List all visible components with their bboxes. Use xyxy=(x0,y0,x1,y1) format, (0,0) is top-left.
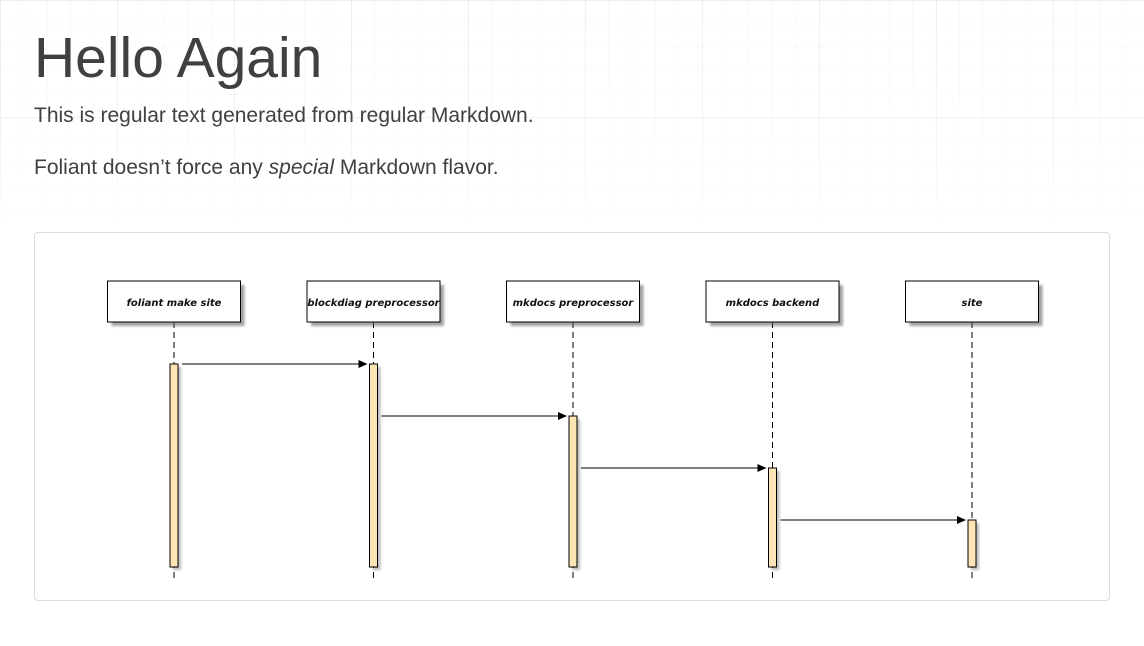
page-title: Hello Again xyxy=(34,26,323,90)
paragraph-flavor-after: Markdown flavor. xyxy=(334,156,499,179)
actor-label-3: mkdocs backend xyxy=(726,298,820,309)
paragraph-flavor-emphasis: special xyxy=(268,156,335,179)
message-arrowhead-0 xyxy=(358,360,368,368)
paragraph-regular-text: This is regular text generated from regu… xyxy=(34,104,534,127)
message-arrowhead-2 xyxy=(757,464,767,472)
activation-bar-2 xyxy=(568,415,578,568)
message-arrowhead-1 xyxy=(558,412,567,420)
activation-bar-4 xyxy=(967,519,977,568)
sequence-diagram: foliant make site blockdiag preprocessor m… xyxy=(107,280,1043,578)
actor-label-1: blockdiag preprocessor xyxy=(307,298,440,309)
actor-label-0: foliant make site xyxy=(127,298,222,309)
paragraph-flavor-before: Foliant doesn’t force any xyxy=(34,156,269,179)
activation-bar-1 xyxy=(369,363,378,568)
actor-label-2: mkdocs preprocessor xyxy=(513,298,635,309)
actor-box-1 xyxy=(306,280,441,323)
message-arrowhead-3 xyxy=(957,516,966,524)
actor-box-0 xyxy=(107,280,241,323)
paragraph-flavor: Foliant doesn’t force any special Markdo… xyxy=(34,154,1110,182)
page-content: Hello Again This is regular text generat… xyxy=(34,0,1110,182)
actor-box-4 xyxy=(905,280,1039,323)
activation-bar-3 xyxy=(768,467,777,568)
activation-bar-0 xyxy=(169,363,179,568)
sequence-diagram-figure: foliant make site blockdiag preprocessor m… xyxy=(34,232,1110,601)
actor-box-3 xyxy=(705,280,840,323)
actor-label-4: site xyxy=(962,298,983,309)
actor-box-2 xyxy=(506,280,640,323)
